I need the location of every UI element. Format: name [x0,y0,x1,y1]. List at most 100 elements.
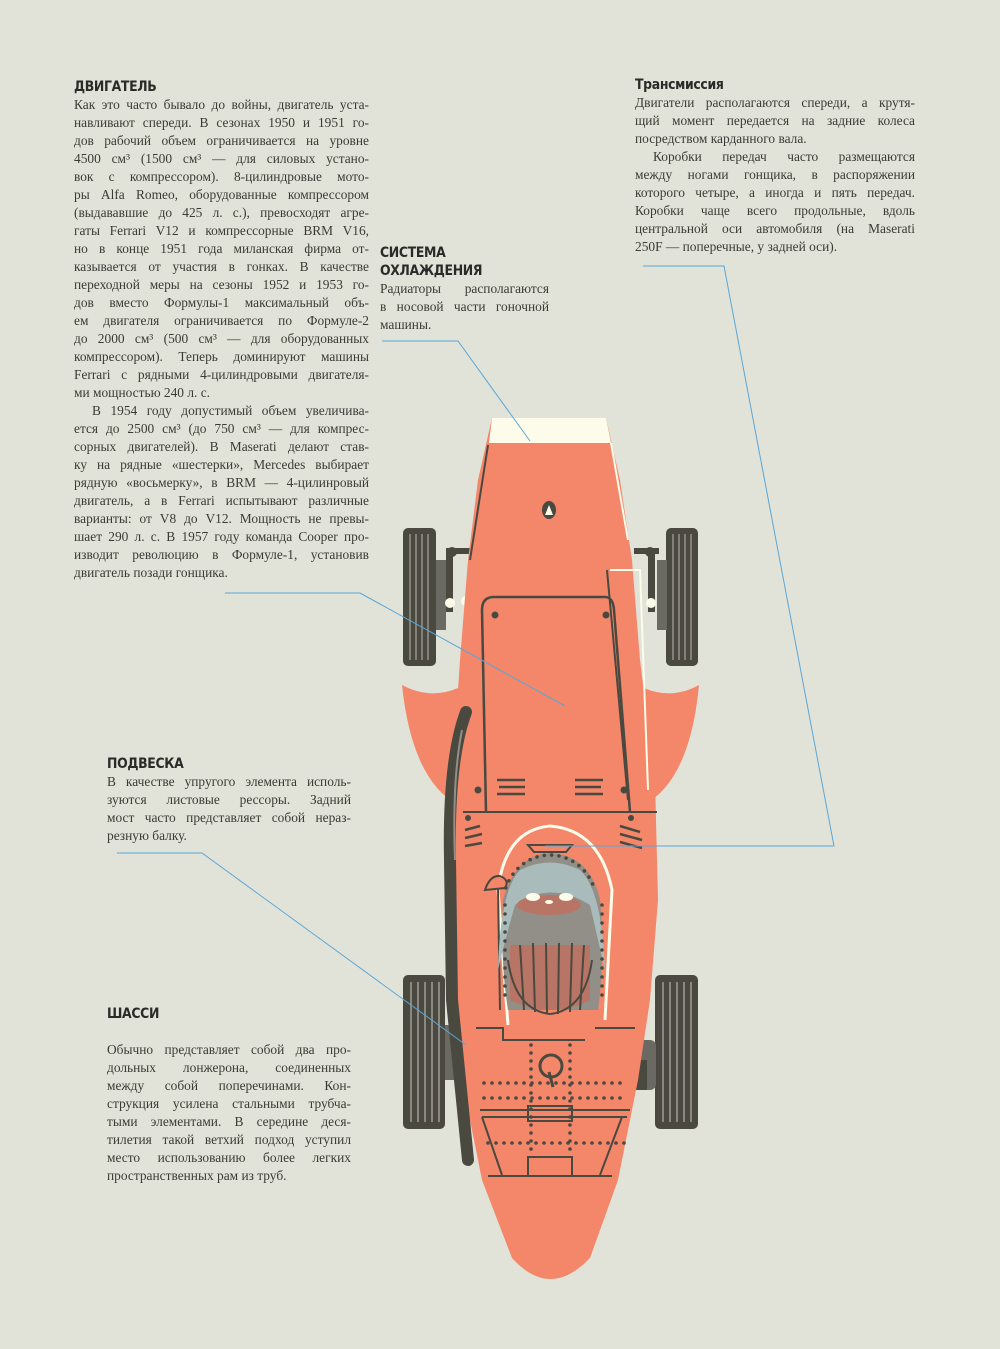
engine-text-line: ку на рядные «шестерки», Mercedes выбира… [74,457,369,472]
engine-heading: ДВИГАТЕЛЬ [74,79,157,95]
rivet [529,1107,533,1111]
chassis-text-line: тыми элементами. В середине деся- [107,1114,351,1129]
transmission-text-line: щий момент передается на задние колеса [635,113,915,128]
right-fender [644,685,699,805]
chassis-text-line: место использованию более легких [107,1150,351,1165]
rivet [600,930,604,934]
rivet [568,1051,572,1055]
rivet [600,912,604,916]
rivet [582,1141,586,1145]
engine-cover [480,595,632,813]
rear-deck [476,1027,635,1177]
rivet [506,1081,510,1085]
rivet [490,1081,494,1085]
section-engine: ДВИГАТЕЛЬ Как это часто бывало до войны,… [74,78,369,582]
rivet [529,1139,533,1143]
rivet [618,1081,622,1085]
rivet [568,1107,572,1111]
rivet [606,1141,610,1145]
rivet [503,975,507,979]
rivet [550,1141,554,1145]
rivet [486,1141,490,1145]
rivet [529,1123,533,1127]
leader-lines [117,265,835,1046]
rivet [570,859,575,864]
rivet [600,975,604,979]
rivet [538,1081,542,1085]
rivet [529,1091,533,1095]
rivet [600,966,604,970]
rivet [482,1081,486,1085]
engine-text-line: навливают спереди. В сезонах 1950 и 1951… [74,115,369,130]
rivet [568,1123,572,1127]
rivet [503,984,507,988]
rivet [558,1141,562,1145]
rivet [522,1096,526,1100]
suspension-text-line: резную балку. [107,828,187,843]
section-transmission: Трансмиссия Двигатели располагаются спер… [635,76,915,256]
rivet [506,1096,510,1100]
engine-text-line: изводит революцию в Формуле-1, установив [74,547,369,562]
rivet [530,1081,534,1085]
rivet [522,1081,526,1085]
engine-text-line: рядную «восьмерку», в BRM — 4-цилинровый [74,475,369,490]
engine-text-line: переходной меры на сезоны 1952 и 1953 го… [74,277,369,292]
rivet [503,903,507,907]
rivet [566,1141,570,1145]
engine-text-line: Как это часто бывало до войны, двигатель… [74,97,369,112]
rivet [516,866,520,871]
driver-helmet [498,862,605,970]
engine-text-line: дов вместо Формулы-1 максимальный объ- [74,295,369,310]
rivet [590,1141,594,1145]
rivet [600,957,604,961]
rivet [557,854,561,858]
engine-text-line: гаты Ferrari V12 и компрессорные BRM V16… [74,223,369,238]
engine-text-line: двигатель позади гонщика. [74,565,228,580]
engine-text-line: (выдававшие до 425 л. с.), превосходят а… [74,205,369,220]
rivet [600,948,604,952]
rivet [594,1096,598,1100]
rivet [549,853,554,857]
suspension-text-line: мост часто представляет собой нераз- [107,810,351,825]
rivet [600,921,604,925]
leader-engine [225,592,566,707]
cooling-text-line: Радиаторы располагаются [380,281,549,296]
cooling-heading-line-2: ОХЛАЖДЕНИЯ [380,263,483,279]
engine-vents [464,778,643,850]
engine-text-line: ем двигателя ограничивается по Формуле-2 [74,313,369,328]
engine-text-line: ется до 2500 см³ (до 750 см³ — для компр… [74,421,369,436]
rivet [602,1081,606,1085]
rivet [542,1141,546,1145]
chassis-text-line: струкция усилена стальными трубча- [107,1096,351,1111]
rivet [498,1096,502,1100]
rivet [529,1067,533,1071]
rivet [529,1075,533,1079]
rivet [529,1131,533,1135]
transmission-text-line: Коробки чаще всего продольные, вдоль [635,203,915,218]
rivet [600,984,604,988]
rivet [511,872,515,877]
transmission-heading: Трансмиссия [635,77,724,93]
rivet [503,939,507,943]
transmission-text-line: Двигатели располагаются спереди, а крутя… [635,95,915,110]
rivet [482,1096,486,1100]
rivet [521,861,526,866]
engine-text-line: вок с компрессором). 8-цилиндровые мото- [74,169,369,184]
rivet [528,857,532,862]
transmission-text-line: 250F — поперечные, у задней оси). [635,239,838,254]
rivet [568,1099,572,1103]
rivet [503,930,507,934]
rivet [568,1059,572,1063]
rivet [590,882,595,886]
rivet [568,1147,572,1151]
rivet [600,993,604,997]
engine-text-line: 4500 см³ (1500 см³ — для силовых устано- [74,151,369,166]
rivet [526,1141,530,1145]
rivet [498,1081,502,1085]
rivet [568,1115,572,1119]
leader-suspension [117,852,467,1046]
transmission-text-line: Коробки передач часто размещаются [653,149,915,164]
rivet [504,886,508,890]
engine-text-line: В 1954 году допустимый объем увеличива- [92,403,369,418]
